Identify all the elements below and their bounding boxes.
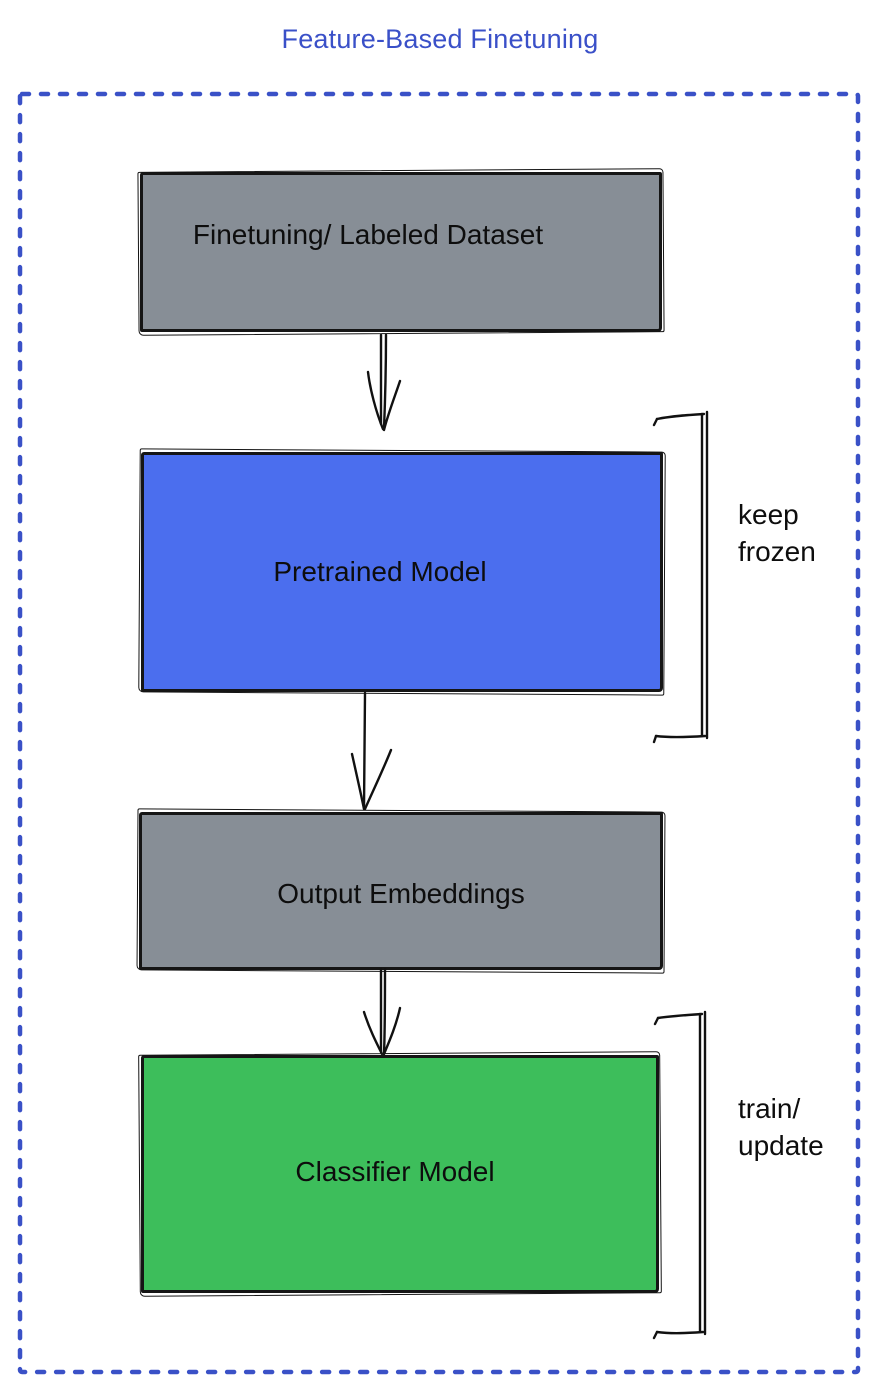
node-pretrained-model: Pretrained Model bbox=[141, 452, 663, 692]
annotation-train-update: train/ update bbox=[738, 1093, 824, 1161]
node-label-classifier-model: Classifier Model bbox=[295, 1156, 495, 1187]
train-update-bracket-icon bbox=[652, 1010, 707, 1340]
node-label-output-embeddings: Output Embeddings bbox=[277, 878, 525, 909]
node-output-embeddings: Output Embeddings bbox=[139, 812, 663, 970]
arrow-down-icon bbox=[362, 968, 402, 1056]
arrow-down-icon bbox=[366, 334, 402, 432]
arrow-down-icon bbox=[350, 692, 393, 811]
node-label-pretrained-model: Pretrained Model bbox=[273, 556, 487, 587]
node-label-finetuning-labeled-dataset: Finetuning/ Labeled Dataset bbox=[192, 219, 544, 250]
annotation-keep-frozen: keep frozen bbox=[738, 499, 816, 567]
diagram-title: Feature-Based Finetuning bbox=[281, 24, 599, 54]
node-finetuning-labeled-dataset: Finetuning/ Labeled Dataset bbox=[140, 172, 662, 332]
node-classifier-model: Classifier Model bbox=[141, 1055, 659, 1293]
